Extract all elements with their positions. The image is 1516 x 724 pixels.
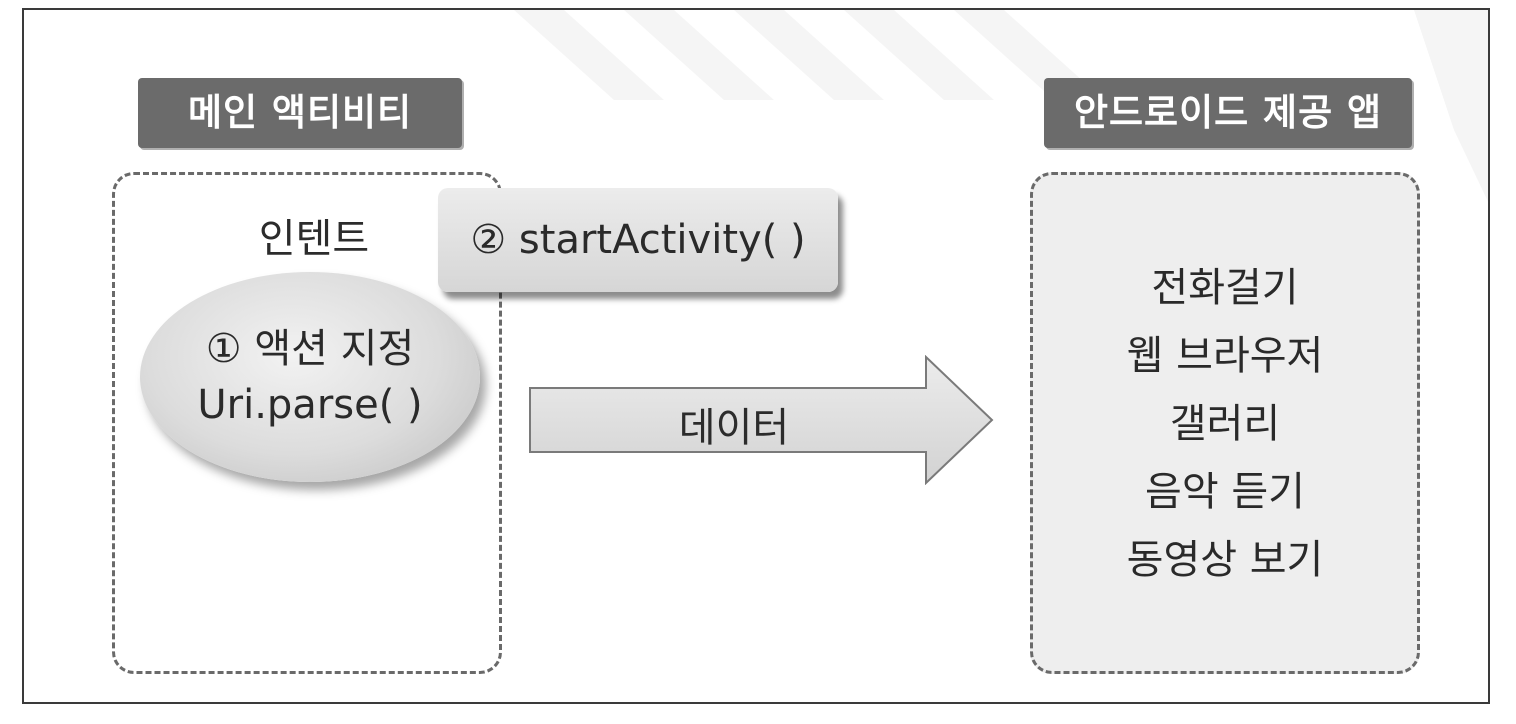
app-item-phone-call: 전화걸기	[1151, 265, 1299, 311]
android-apps-box	[1030, 172, 1420, 674]
start-activity-box: ② startActivity( )	[438, 188, 838, 292]
main-activity-title-text: 메인 액티비티	[187, 91, 413, 134]
main-activity-box	[112, 172, 502, 674]
app-list: 전화걸기 웹 브라우저 갤러리 음악 듣기 동영상 보기	[1030, 254, 1420, 594]
android-apps-title-text: 안드로이드 제공 앱	[1073, 91, 1383, 134]
action-line: ① 액션 지정	[205, 326, 415, 372]
main-activity-title: 메인 액티비티	[138, 78, 462, 148]
diagram-frame: 메인 액티비티 인텐트 ① 액션 지정 Uri.parse( ) ② start…	[22, 8, 1490, 704]
app-item-video: 동영상 보기	[1126, 537, 1324, 583]
android-apps-title: 안드로이드 제공 앱	[1044, 78, 1412, 148]
data-arrow	[529, 355, 994, 485]
data-arrow-label: 데이터	[678, 405, 790, 451]
uri-parse-line: Uri.parse( )	[197, 382, 423, 428]
intent-label: 인텐트	[258, 216, 370, 262]
start-activity-label: ② startActivity( )	[470, 217, 806, 263]
app-item-web-browser: 웹 브라우저	[1126, 333, 1324, 379]
background-stripes	[514, 10, 1488, 202]
action-ellipse: ① 액션 지정 Uri.parse( )	[140, 272, 480, 482]
app-item-gallery: 갤러리	[1169, 401, 1281, 447]
app-item-music: 음악 듣기	[1145, 469, 1305, 515]
